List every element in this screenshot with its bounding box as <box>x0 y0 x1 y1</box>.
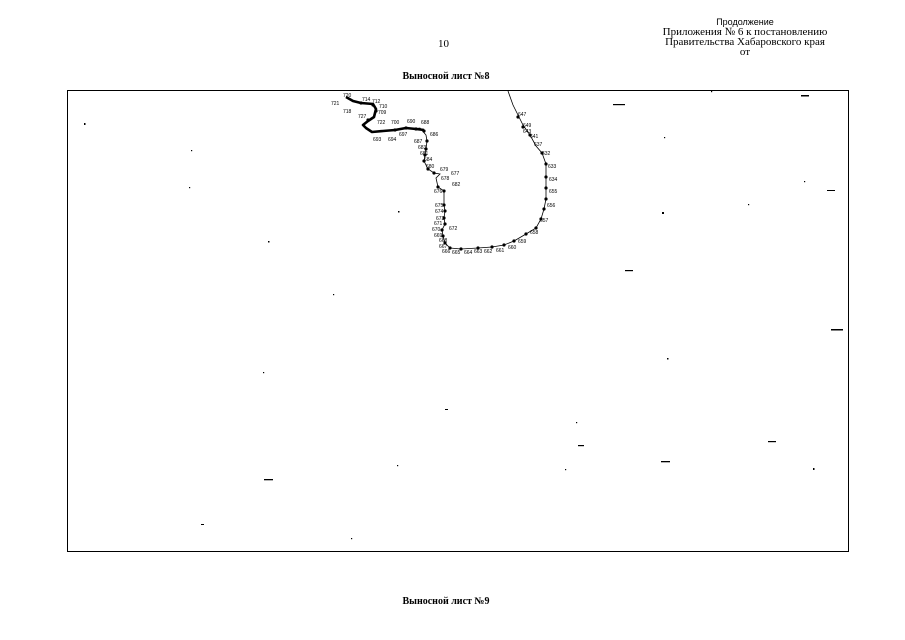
point-label-688: 688 <box>421 120 430 126</box>
boundary-map: 720 721 714 712 710 709 718 727 722 700 … <box>84 91 843 540</box>
header-government: Правительства Хабаровского края <box>665 36 825 48</box>
point-label-663: 663 <box>474 249 483 255</box>
sheet-title-8: Выносной лист №8 <box>402 71 490 82</box>
page-number: 10 <box>438 38 449 50</box>
document-header: Продолжение Приложения № 6 к постановлен… <box>650 17 840 58</box>
point-label-678: 678 <box>441 176 450 182</box>
point-label-655: 655 <box>549 189 558 195</box>
point-label-690: 690 <box>407 119 416 125</box>
point-label-641: 641 <box>530 134 539 140</box>
header-date: от <box>739 46 751 58</box>
point-label-665: 665 <box>452 250 461 256</box>
point-label-721: 721 <box>331 101 340 107</box>
point-label-714: 714 <box>362 97 371 103</box>
point-label-712: 712 <box>372 99 381 105</box>
point-label-634: 634 <box>549 177 558 183</box>
point-label-647: 647 <box>518 112 527 118</box>
point-label-675: 675 <box>435 203 444 209</box>
point-label-664: 664 <box>464 250 473 256</box>
point-label-710: 710 <box>379 104 388 110</box>
boundary-thick-line <box>345 95 425 134</box>
map-frame: 720 721 714 712 710 709 718 727 722 700 … <box>67 90 849 552</box>
header-appendix: Приложения № 6 к постановлению <box>662 26 828 38</box>
point-label-683: 683 <box>418 145 427 151</box>
point-label-709: 709 <box>378 110 387 116</box>
point-label-633: 633 <box>548 164 557 170</box>
point-label-662: 662 <box>484 249 493 255</box>
point-label-720: 720 <box>343 93 352 99</box>
point-label-687: 687 <box>414 139 423 145</box>
point-label-679: 679 <box>440 167 449 173</box>
boundary-points <box>359 101 548 251</box>
point-label-660: 660 <box>508 245 517 251</box>
sheet-title-9: Выносной лист №9 <box>402 596 490 607</box>
point-label-727: 727 <box>358 114 367 120</box>
point-label-657: 657 <box>540 218 549 224</box>
point-label-637: 637 <box>534 142 543 148</box>
point-label-674: 674 <box>435 209 444 215</box>
point-label-668: 668 <box>439 238 448 244</box>
point-label-658: 658 <box>530 230 539 236</box>
point-label-672: 672 <box>449 226 458 232</box>
point-label-718: 718 <box>343 109 352 115</box>
point-label-681: 681 <box>420 151 429 157</box>
point-label-700: 700 <box>391 120 400 126</box>
point-label-669: 669 <box>434 233 443 239</box>
point-label-673: 673 <box>436 216 445 222</box>
point-label-666: 666 <box>442 249 451 255</box>
point-label-632: 632 <box>542 151 551 157</box>
point-label-677: 677 <box>451 171 460 177</box>
point-label-722: 722 <box>377 120 386 126</box>
map-specks <box>84 91 843 540</box>
point-label-667: 667 <box>439 244 448 250</box>
point-label-649: 649 <box>523 123 532 129</box>
header-continuation: Продолжение <box>716 17 774 27</box>
point-label-694: 694 <box>388 137 397 143</box>
point-label-671: 671 <box>434 221 443 227</box>
point-label-682: 682 <box>452 182 461 188</box>
point-label-697: 697 <box>399 132 408 138</box>
point-label-686: 686 <box>430 132 439 138</box>
point-label-684: 684 <box>424 157 433 163</box>
point-label-676: 676 <box>434 189 443 195</box>
point-label-643: 643 <box>523 129 532 135</box>
point-label-693: 693 <box>373 137 382 143</box>
point-label-656: 656 <box>547 203 556 209</box>
point-label-661: 661 <box>496 248 505 254</box>
point-label-680: 680 <box>426 164 435 170</box>
point-label-670: 670 <box>432 227 441 233</box>
point-label-659: 659 <box>518 239 527 245</box>
point-labels: 720 721 714 712 710 709 718 727 722 700 … <box>331 93 558 256</box>
